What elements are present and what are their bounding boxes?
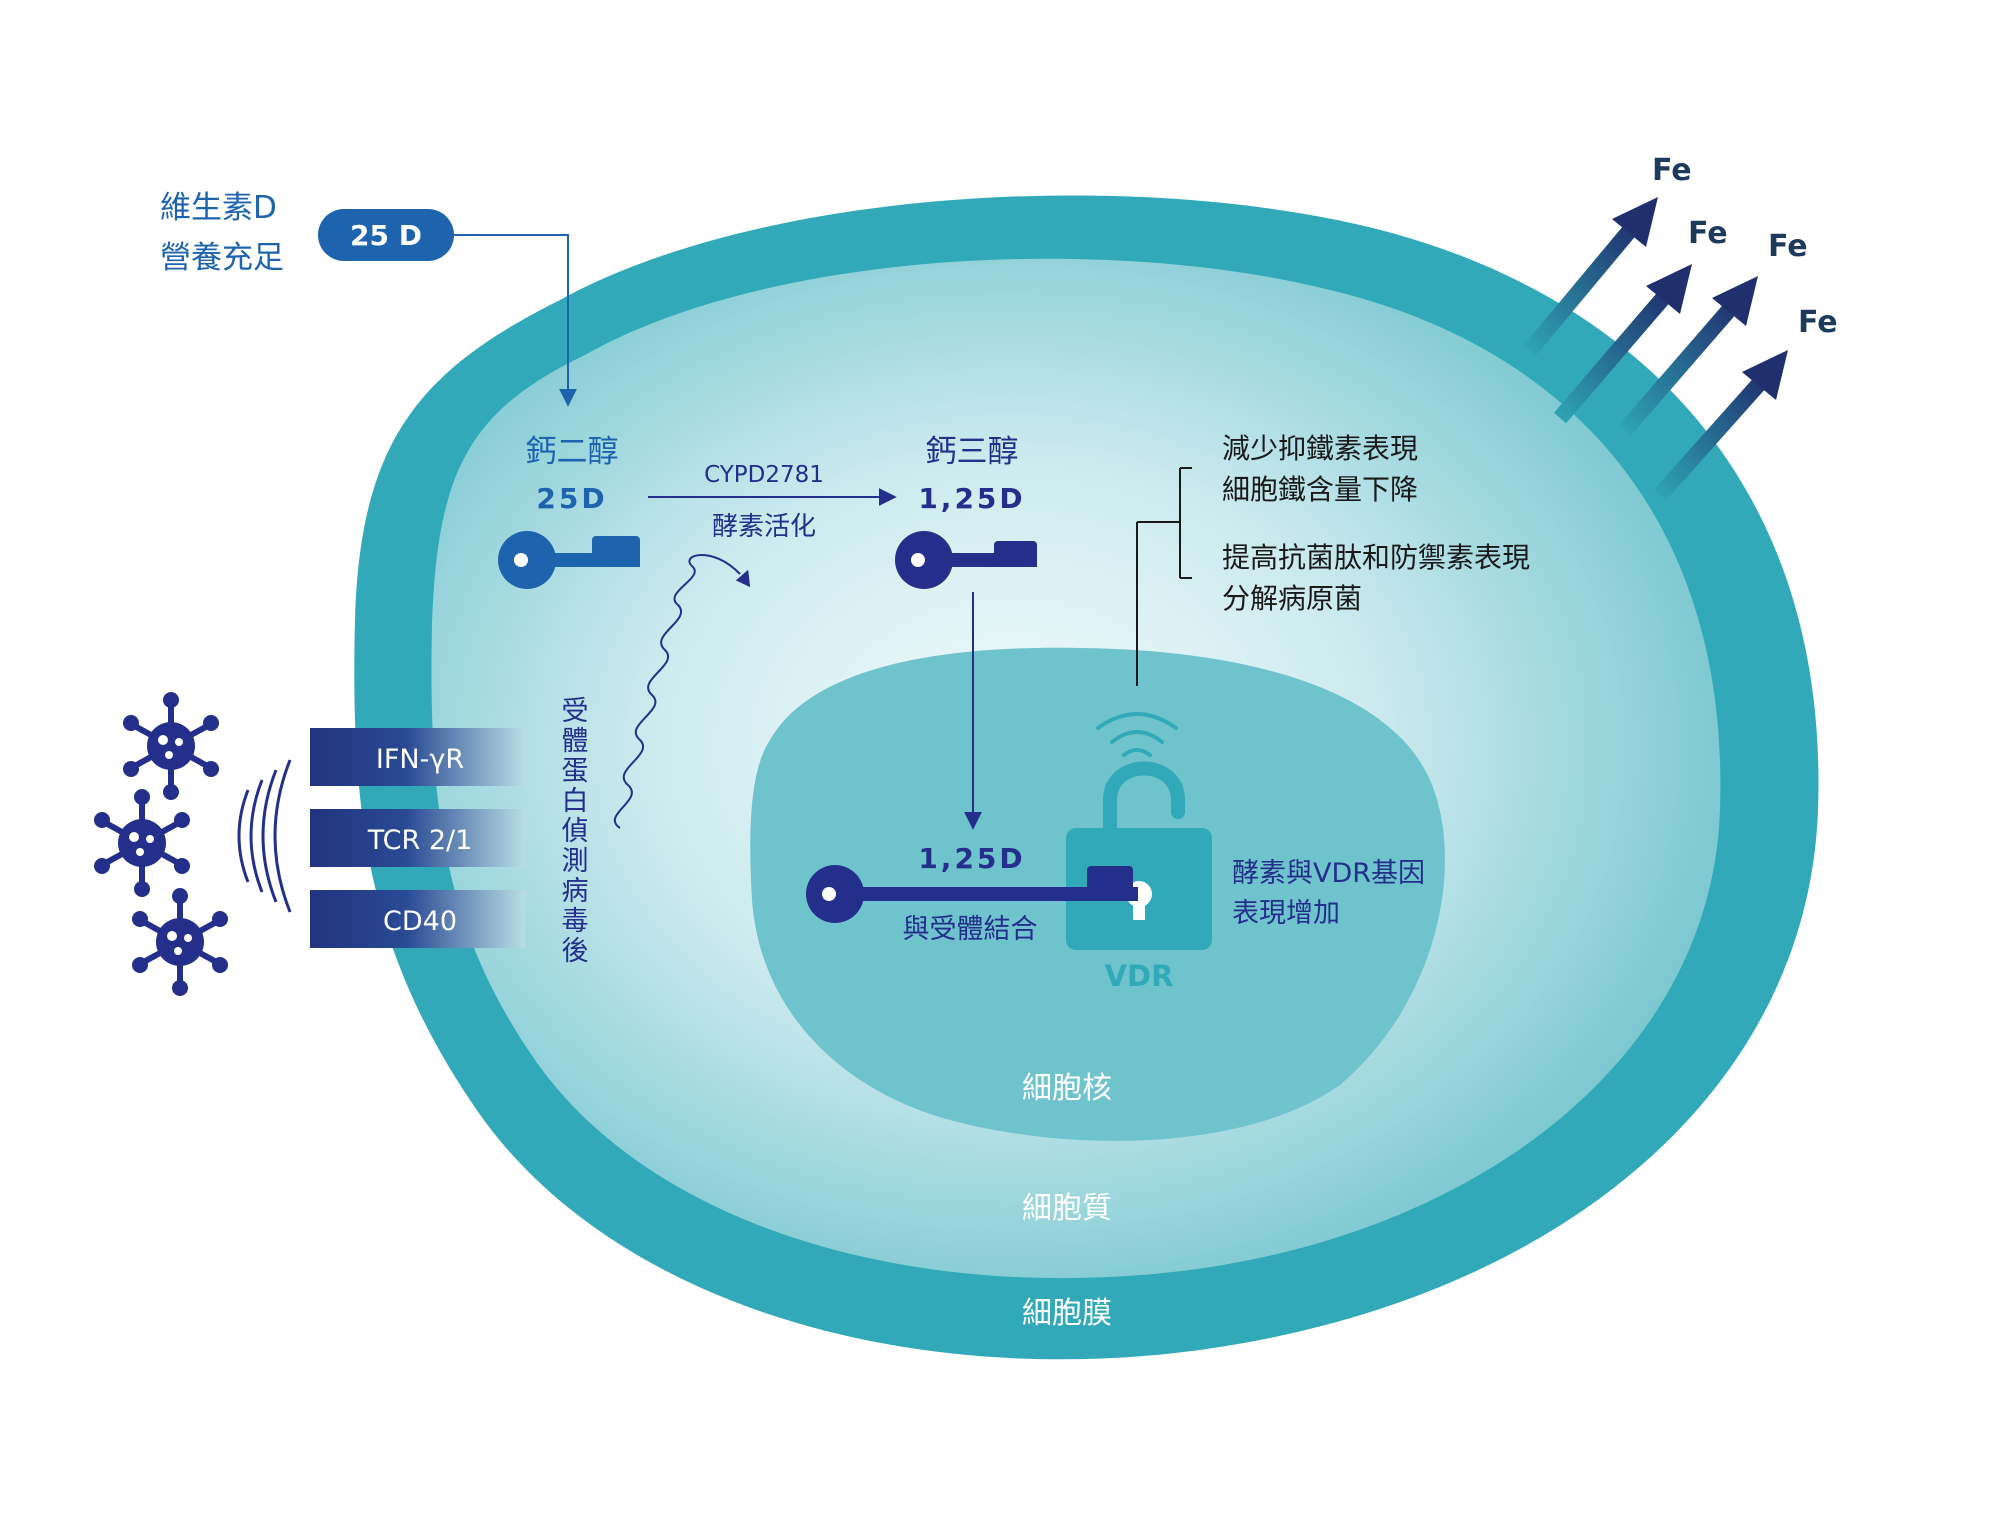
signal-wave-icon (237, 759, 292, 913)
detect-char: 測 (562, 846, 589, 877)
virus-icon (94, 789, 190, 897)
signal-wave-path (613, 554, 741, 829)
region-cytoplasm-label: 細胞質 (1022, 1191, 1112, 1226)
receptor-cd40-label: CD40 (383, 906, 457, 937)
supply-pill-label: 25 D (350, 219, 422, 252)
virus-icon (123, 692, 219, 800)
receptor-cd40 (310, 890, 525, 948)
detect-char: 體 (562, 726, 589, 757)
enzyme-name: CYPD2781 (704, 462, 824, 488)
supply-arrow (454, 234, 577, 407)
supply-label-line1: 維生素D (160, 190, 277, 226)
fe-label: Fe (1768, 229, 1808, 264)
calcitriol-code: 1,25D (918, 482, 1025, 515)
key-icon (806, 865, 1138, 923)
receptor-tcr (310, 809, 525, 867)
detect-char: 蛋 (562, 756, 589, 787)
detect-char: 偵 (562, 816, 589, 847)
region-membrane-label: 細胞膜 (1022, 1296, 1112, 1331)
detect-char: 病 (562, 876, 589, 907)
region-nucleus-label: 細胞核 (1022, 1071, 1112, 1106)
receptor-tcr-label: TCR 2/1 (367, 825, 473, 856)
enzyme-action: 酵素活化 (712, 512, 816, 542)
vdr-label: VDR (1105, 959, 1174, 993)
fe-label: Fe (1688, 216, 1728, 251)
detect-char: 白 (562, 786, 589, 817)
receptor-ifn (310, 728, 525, 786)
vdr-effect-line1: 酵素與VDR基因 (1232, 858, 1425, 889)
fe-export-arrows (1523, 197, 1788, 501)
supply-pill (318, 209, 454, 261)
effects-bracket (1136, 467, 1192, 686)
binding-code: 1,25D (918, 842, 1025, 875)
signal-wave-arrowhead (735, 569, 751, 588)
detect-char: 後 (562, 936, 589, 967)
detect-text: 受 體 蛋 白 偵 測 病 毒 後 (562, 696, 589, 967)
detect-char: 受 (562, 696, 589, 727)
vdr-effect-line2: 表現增加 (1232, 898, 1340, 929)
effect-line: 細胞鐵含量下降 (1222, 473, 1418, 506)
calcitriol-name: 鈣三醇 (926, 434, 1019, 470)
supply-label-line2: 營養充足 (160, 240, 284, 276)
signal-wave-icon (1096, 712, 1178, 757)
calcidiol-code: 25D (536, 482, 607, 515)
export-arrow-icon (1742, 350, 1788, 400)
effect-line: 提高抗菌肽和防禦素表現 (1222, 541, 1530, 574)
key-icon (895, 531, 1037, 589)
effect-line: 分解病原菌 (1222, 582, 1362, 615)
virus-icon (132, 888, 228, 996)
export-arrow-icon (1646, 264, 1692, 314)
calcidiol-name: 鈣二醇 (526, 434, 619, 470)
export-arrow-icon (1612, 197, 1658, 247)
binding-caption: 與受體結合 (903, 914, 1038, 945)
fe-label: Fe (1652, 153, 1692, 188)
export-arrow-icon (1712, 276, 1758, 326)
receptor-ifn-label: IFN-γR (376, 744, 464, 775)
key-icon (498, 531, 640, 589)
detect-char: 毒 (562, 906, 589, 937)
effect-line: 減少抑鐵素表現 (1222, 432, 1418, 465)
fe-label: Fe (1798, 305, 1838, 340)
